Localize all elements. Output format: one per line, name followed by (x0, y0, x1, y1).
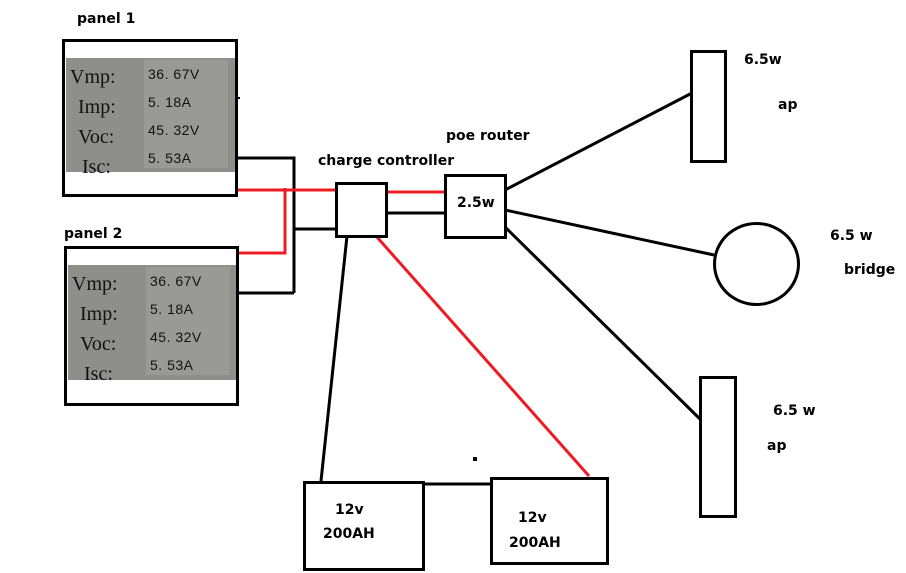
battery1-voltage: 12v (335, 502, 364, 518)
bridge-label: bridge (844, 262, 896, 278)
router-ap2-wire (503, 225, 704, 423)
panel2-spec-value: 36. 67V (150, 273, 202, 289)
panel1-spec-value: 5. 18A (148, 94, 192, 110)
panel2-spec-value: 45. 32V (150, 329, 202, 345)
panel2-label: panel 2 (64, 226, 123, 242)
panel1-spec-value: 5. 53A (148, 150, 192, 166)
panel2-positive-wire (238, 188, 287, 255)
panel2-spec-key: Voc: (80, 333, 117, 355)
battery1-capacity: 200AH (323, 526, 375, 542)
panel1-label: panel 1 (77, 11, 136, 27)
panel1-spec-key: Imp: (78, 96, 116, 118)
poe-router-label: poe router (446, 128, 530, 144)
controller-battery1-wire (319, 235, 349, 482)
panel2-spec-label: Vmp: Imp: Voc: Isc: 36. 67V 5. 18A 45. 3… (68, 265, 236, 385)
battery2-voltage: 12v (518, 510, 547, 526)
panel2-spec-value: 5. 18A (150, 301, 194, 317)
access-point-2 (699, 376, 737, 518)
charge-controller (335, 182, 388, 238)
ap1-label: ap (778, 97, 798, 113)
charge-controller-label: charge controller (318, 153, 455, 169)
panel2-spec-key: Isc: (84, 363, 113, 385)
access-point-1 (690, 50, 727, 163)
panel1-spec-label: Vmp: Imp: Voc: Isc: 36. 67V 5. 18A 45. 3… (66, 58, 235, 178)
battery-1: 12v 200AH (303, 481, 425, 571)
panel1-spec-value: 45. 32V (148, 122, 200, 138)
panel1-spec-key: Vmp: (70, 66, 116, 88)
router-ap1-wire (504, 91, 693, 192)
ap1-power: 6.5w (744, 52, 782, 68)
panel1-negative-wire (236, 156, 296, 293)
poe-router-power: 2.5w (457, 195, 495, 211)
ap2-power: 6.5 w (773, 403, 816, 419)
panel1-spec-key: Voc: (78, 126, 115, 148)
battery2-capacity: 200AH (509, 535, 561, 551)
controller-battery2-wire (374, 235, 591, 477)
solar-panel-2: Vmp: Imp: Voc: Isc: 36. 67V 5. 18A 45. 3… (64, 246, 239, 406)
bridge (713, 222, 800, 306)
panel2-spec-value: 5. 53A (150, 357, 194, 373)
panel2-spec-key: Imp: (80, 303, 118, 325)
panel1-spec-value: 36. 67V (148, 66, 200, 82)
panel2-spec-key: Vmp: (72, 273, 118, 295)
panel1-spec-key: Isc: (82, 156, 111, 178)
bridge-power: 6.5 w (830, 228, 873, 244)
poe-router: 2.5w (444, 174, 507, 239)
stray-dot (473, 457, 477, 461)
solar-panel-1: Vmp: Imp: Voc: Isc: 36. 67V 5. 18A 45. 3… (62, 39, 238, 197)
battery-2: 12v 200AH (490, 477, 609, 565)
ap2-label: ap (767, 438, 787, 454)
router-bridge-wire (504, 208, 715, 257)
